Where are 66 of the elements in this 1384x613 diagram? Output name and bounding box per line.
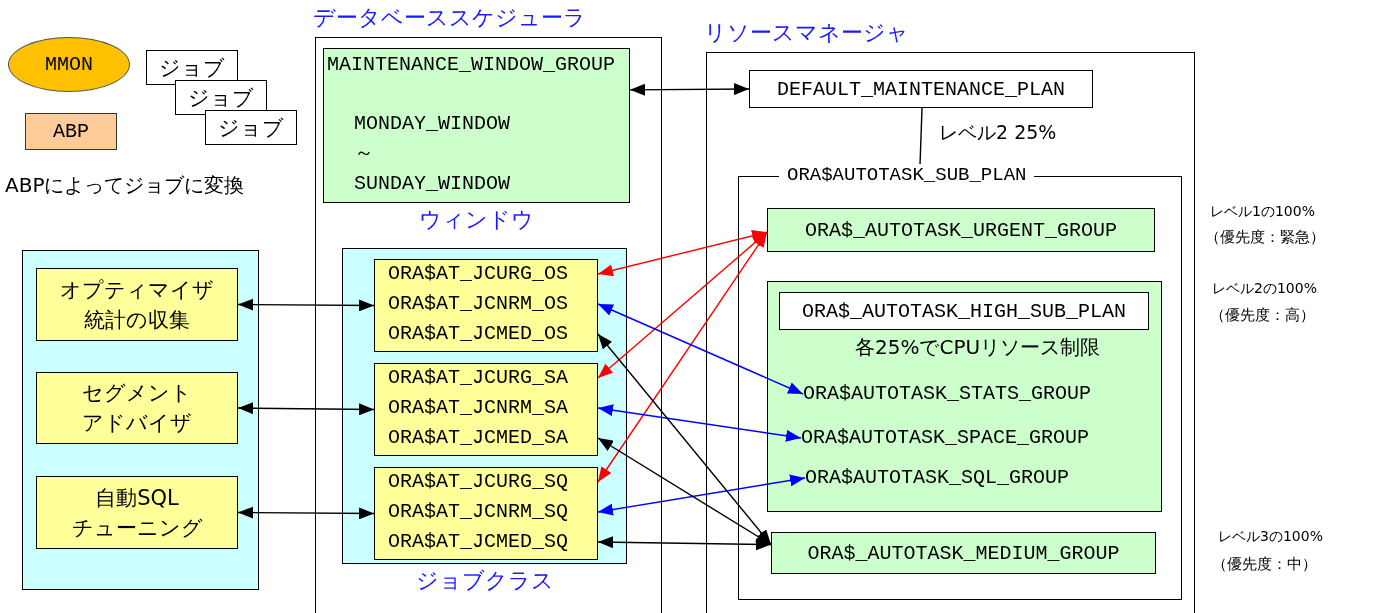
job-class-name: ORA$AT_JCMED_OS <box>388 319 598 349</box>
job-label: ジョブ <box>188 84 254 112</box>
task-box <box>36 476 238 549</box>
task-box <box>36 372 238 444</box>
connector-line <box>919 107 923 165</box>
job-class-name: ORA$AT_JCNRM_OS <box>388 289 598 319</box>
job-card <box>205 110 297 145</box>
job-class-group-box <box>374 259 598 352</box>
consumer-group-label: ORA$_AUTOTASK_URGENT_GROUP <box>804 218 1118 242</box>
consumer-group-box <box>771 532 1156 574</box>
consumer-group-name: ORA$AUTOTASK_STATS_GROUP <box>803 380 1123 408</box>
arrow <box>597 474 806 516</box>
job-class-name: ORA$AT_JCMED_SQ <box>388 527 598 557</box>
arrow <box>597 231 768 483</box>
job-class-group-box <box>374 467 598 560</box>
level-note: （優先度：中） <box>1212 555 1317 574</box>
level-note: （優先度：緊急） <box>1205 228 1325 247</box>
group-panel <box>22 250 259 590</box>
plan-label: DEFAULT_MAINTENANCE_PLAN <box>776 77 1065 101</box>
job-class-name: ORA$AT_JCNRM_SA <box>388 393 598 423</box>
arrow <box>597 536 772 551</box>
arrow <box>597 404 802 442</box>
job-class-group-box <box>374 363 598 456</box>
job-class-name: ORA$AT_JCURG_SA <box>388 363 598 393</box>
consumer-group-label: ORA$_AUTOTASK_MEDIUM_GROUP <box>807 541 1120 565</box>
job-class-name: ORA$AT_JCNRM_SQ <box>388 497 598 527</box>
process-label: MMON <box>45 53 93 76</box>
task-label: オプティマイザ統計の収集 <box>60 276 214 334</box>
note-text: ABPによってジョブに変換 <box>5 172 245 199</box>
process-box <box>25 113 117 150</box>
arrow <box>597 231 768 379</box>
task-label: 自動SQLチューニング <box>71 484 203 542</box>
level-note: （優先度：高） <box>1210 306 1315 325</box>
job-class-name: ORA$AT_JCURG_SQ <box>388 467 598 497</box>
consumer-group-name: ORA$AUTOTASK_SQL_GROUP <box>805 464 1125 492</box>
arrow <box>597 230 768 277</box>
task-box <box>36 268 238 341</box>
task-label: セグメントアドバイザ <box>82 380 192 437</box>
arrow <box>237 506 375 520</box>
arrow <box>237 402 375 416</box>
group-caption: ウィンドウ <box>418 206 535 234</box>
arrow <box>629 83 750 96</box>
plan-label: ORA$_AUTOTASK_HIGH_SUB_PLAN <box>801 299 1127 323</box>
consumer-group-box <box>767 208 1155 252</box>
job-class-name: ORA$AT_JCMED_SA <box>388 423 598 453</box>
process-label: ABP <box>53 120 89 143</box>
note-text: 各25%でCPUリソース制限 <box>855 334 1101 361</box>
level-note: レベル3の100% <box>1218 528 1323 546</box>
level-note: レベル1の100% <box>1210 203 1315 221</box>
window-group-name: MAINTENANCE_WINDOW_GROUP <box>327 53 616 76</box>
group-caption: ジョブクラス <box>414 567 555 595</box>
group-heading: リソースマネージャ <box>704 19 909 47</box>
job-label: ジョブ <box>218 114 284 142</box>
consumer-group-name: ORA$AUTOTASK_SPACE_GROUP <box>801 424 1121 452</box>
level-note: レベル2の100% <box>1212 280 1317 298</box>
plan-box <box>779 292 1149 330</box>
arrow <box>597 303 804 395</box>
arrow <box>237 298 375 312</box>
job-label: ジョブ <box>159 54 225 82</box>
plan-box <box>749 70 1093 108</box>
arrow <box>597 437 772 546</box>
job-class-name: ORA$AT_JCURG_OS <box>388 259 598 289</box>
sub-plan-panel <box>767 281 1162 512</box>
window-range-text: MONDAY_WINDOW ～ SUNDAY_WINDOW <box>354 111 512 197</box>
arrow <box>597 333 772 546</box>
group-heading: データベーススケジューラ <box>313 4 586 32</box>
